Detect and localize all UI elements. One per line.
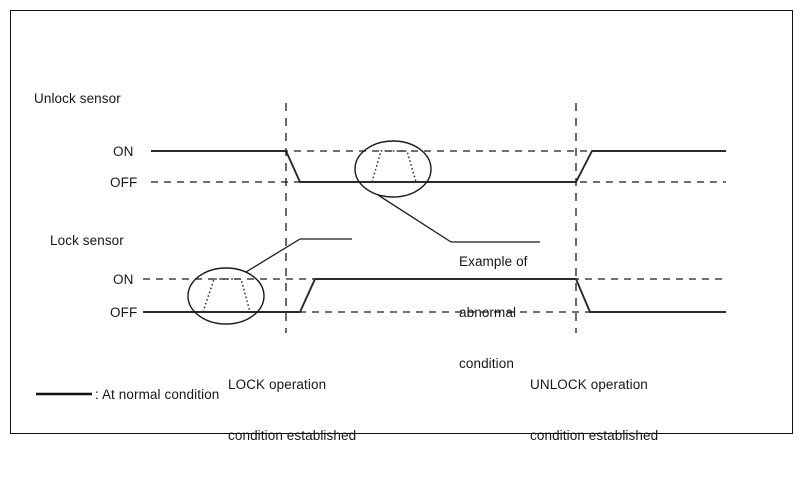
lock-off-label: OFF [110,305,138,320]
timing-diagram [36,103,726,396]
abnormal-annotation-line-1: Example of [459,254,528,269]
lock-event-caption-line-1: LOCK operation [228,377,327,392]
figure-border [10,10,793,434]
unlock-event-caption-line-2: condition established [530,428,659,443]
unlock-abnormal-leader-line [377,194,452,243]
lock-event-caption: LOCK operation condition established [228,342,356,478]
lock-sensor-label: Lock sensor [50,233,124,248]
lock-abnormal-callout-circle [187,267,265,325]
lock-sensor-trace [143,278,726,313]
figure-root: Unlock sensor ON OFF Lock sensor ON OFF … [10,10,793,443]
legend-label: : At normal condition [95,387,220,402]
lock-abnormal-pulse [202,278,251,313]
unlock-event-caption: UNLOCK operation condition established [530,342,658,478]
unlock-sensor-trace [151,150,726,183]
lock-abnormal-leader-line [245,238,301,273]
unlock-sensor-label: Unlock sensor [34,91,121,106]
unlock-off-label: OFF [110,175,138,190]
unlock-abnormal-callout-circle [354,140,432,198]
unlock-abnormal-pulse [371,150,417,183]
unlock-event-caption-line-1: UNLOCK operation [530,377,648,392]
abnormal-annotation-line-2: abnormal [459,305,517,320]
abnormal-annotation-line-3: condition [459,356,514,371]
lock-event-caption-line-2: condition established [228,428,357,443]
unlock-on-label: ON [113,144,134,159]
lock-on-label: ON [113,272,134,287]
abnormal-condition-annotation: Example of abnormal condition [459,219,528,406]
